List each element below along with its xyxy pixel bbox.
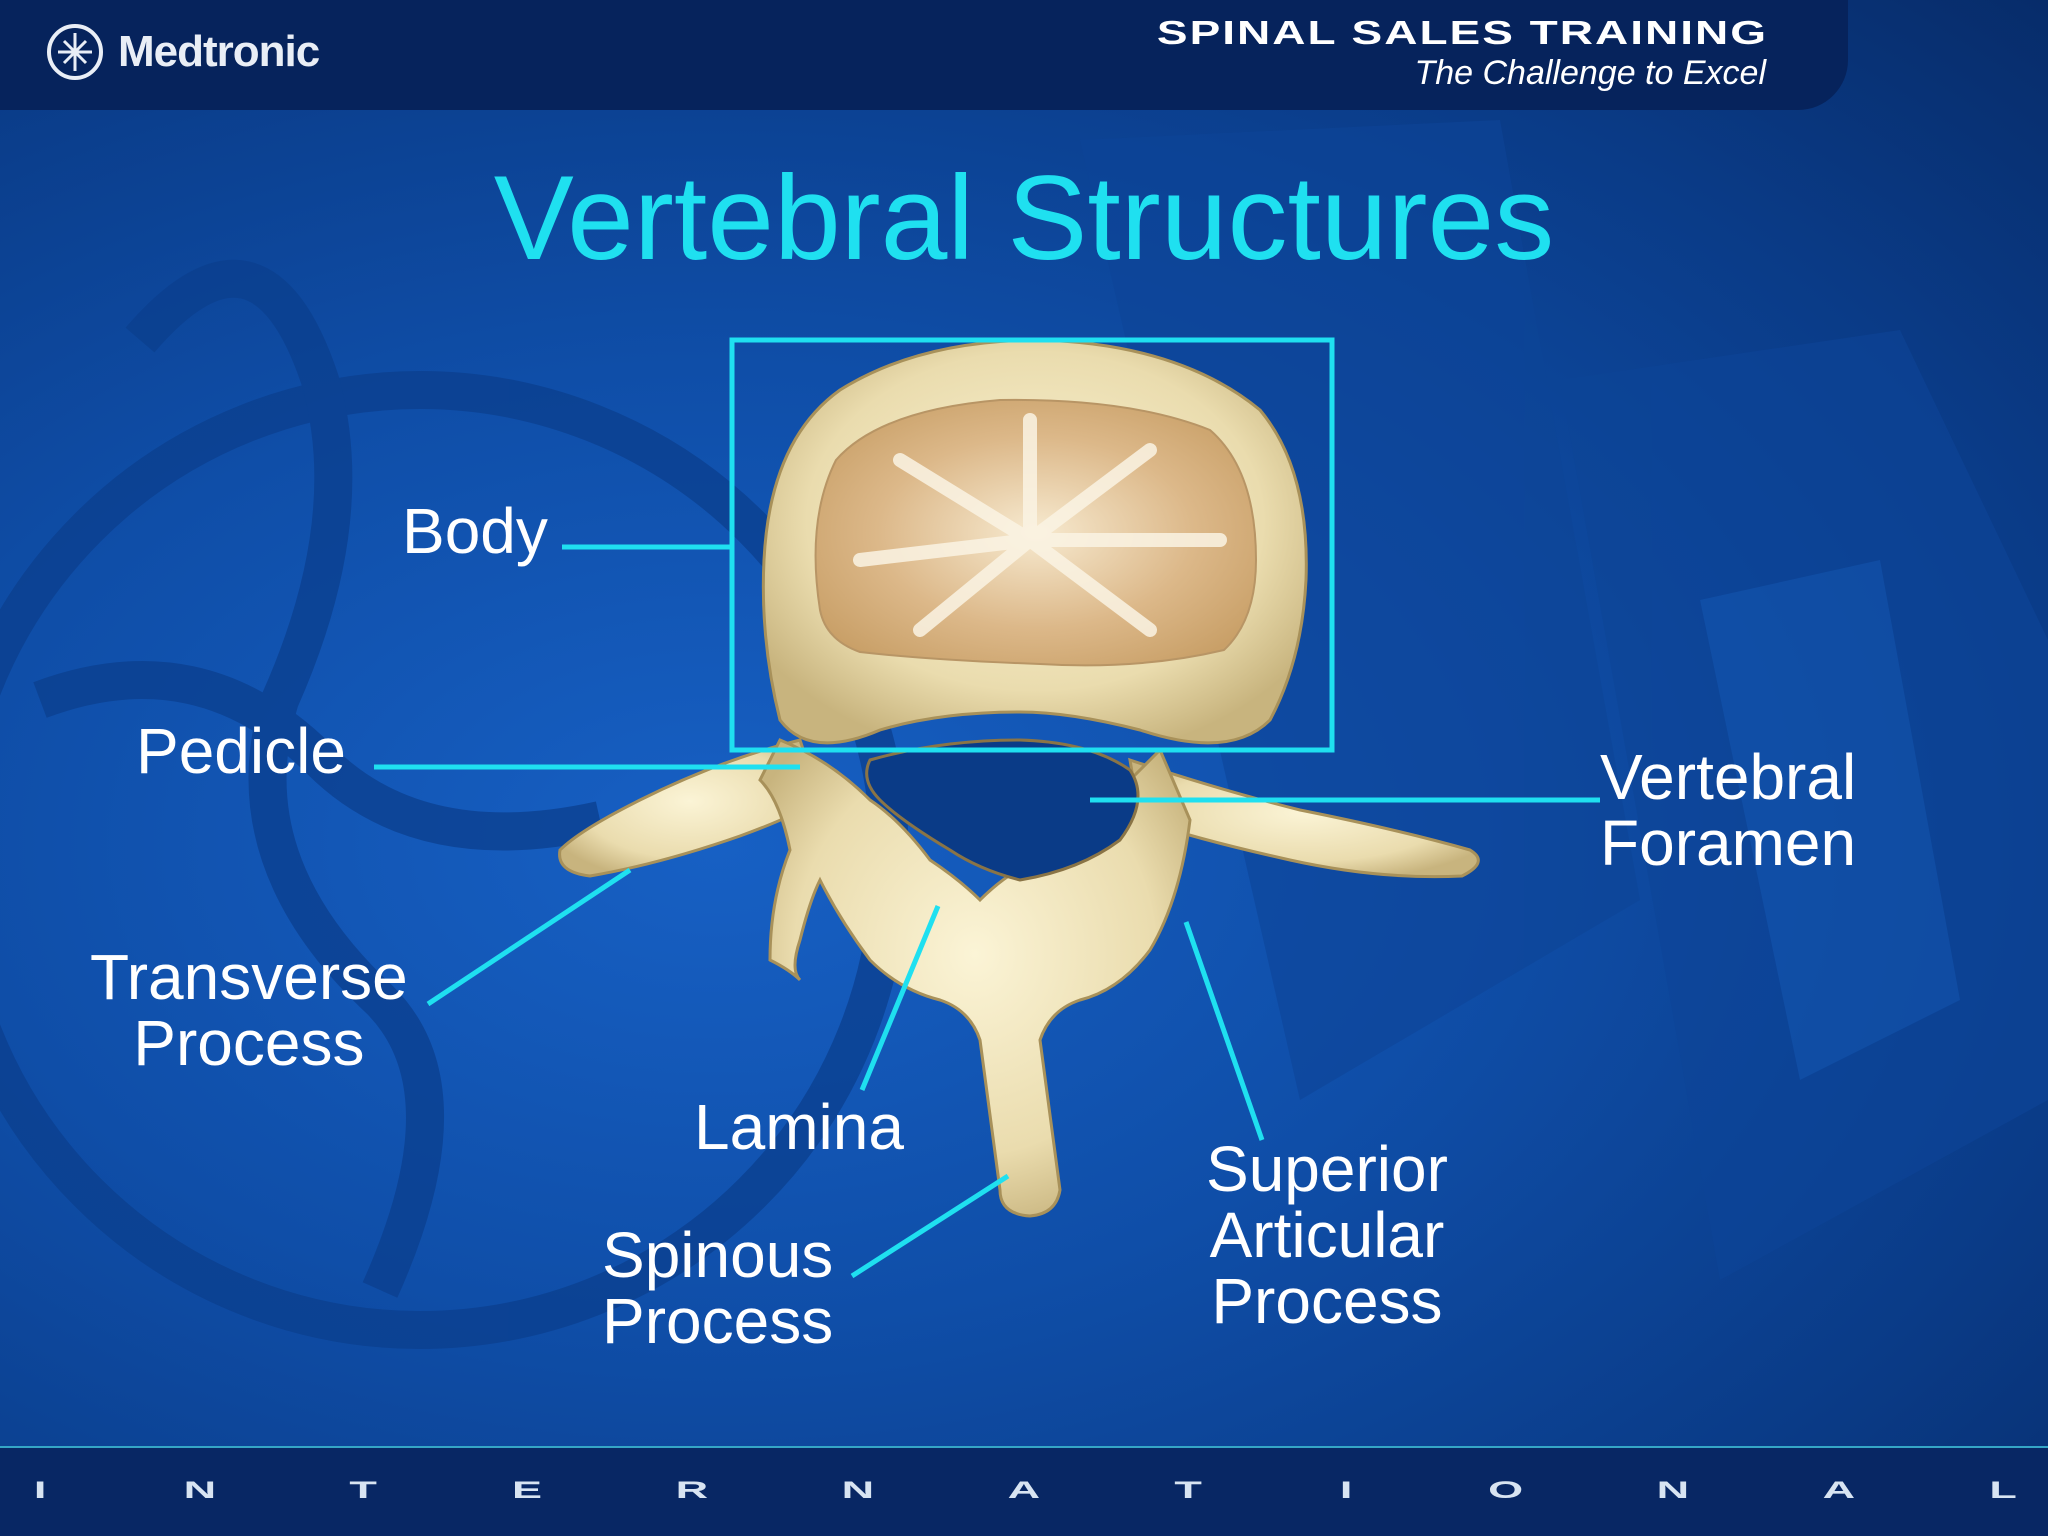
header-subtitle: The Challenge to Excel (1414, 54, 1766, 92)
footer-letter: R (675, 1477, 709, 1504)
header-bar: Medtronic SPINAL SALES TRAINING The Chal… (0, 0, 1848, 110)
label-superior-articular-process-line-2: Articular (1209, 1199, 1445, 1271)
footer-letter: E (512, 1477, 543, 1504)
footer-letter: A (1007, 1477, 1041, 1504)
label-spinous-process-line-1: Spinous (602, 1219, 834, 1291)
left-transverse-process (558, 738, 822, 878)
footer-letter: L (1988, 1477, 2017, 1504)
label-vertebral-foramen-line-1: Vertebral (1600, 741, 1857, 813)
label-spinous-process-line-2: Process (602, 1285, 834, 1357)
footer-wordmark: I N T E R N A T I O N A L (33, 1474, 2017, 1508)
label-lamina: Lamina (694, 1091, 904, 1163)
vertebral-foramen-opening (865, 738, 1140, 882)
superior-articular-process-leader-line (1183, 921, 1265, 1141)
footer-bar: I N T E R N A T I O N A L (0, 1446, 2048, 1536)
footer-letter: N (183, 1477, 216, 1504)
footer-letter: N (1656, 1477, 1689, 1504)
label-spinous-process: Spinous Process (602, 1222, 833, 1354)
medtronic-logo: Medtronic (44, 20, 320, 84)
label-superior-articular-process: Superior Articular Process (1206, 1136, 1448, 1334)
medtronic-logo-icon (47, 24, 103, 80)
footer-letter: T (349, 1477, 378, 1504)
footer-letter: I (33, 1477, 47, 1504)
label-superior-articular-process-line-3: Process (1211, 1265, 1443, 1337)
trabecular-pattern (853, 413, 1227, 637)
label-vertebral-foramen: Vertebral Foramen (1600, 744, 1856, 876)
footer-letter: N (841, 1477, 875, 1504)
footer-letter: I (1339, 1477, 1353, 1504)
label-vertebral-foramen-line-2: Foramen (1600, 807, 1857, 879)
brand-name: Medtronic (118, 27, 320, 76)
header-title: SPINAL SALES TRAINING (1156, 13, 1768, 52)
footer-letter: O (1488, 1477, 1524, 1504)
slide-title: Vertebral Structures (493, 151, 1555, 285)
transverse-process-leader-line (426, 867, 632, 1007)
footer-letter: T (1174, 1477, 1202, 1504)
lamina-leader-line (859, 905, 941, 1091)
label-pedicle: Pedicle (136, 715, 346, 787)
label-superior-articular-process-line-1: Superior (1206, 1133, 1448, 1205)
spinous-process-leader-line (850, 1173, 1010, 1279)
label-body: Body (402, 495, 548, 567)
leader-lines (374, 544, 1600, 1279)
label-transverse-process: Transverse Process (90, 944, 408, 1076)
footer-letter: A (1822, 1477, 1855, 1504)
vertebra-bone (558, 338, 1480, 1218)
label-transverse-process-line-1: Transverse (90, 941, 408, 1013)
label-transverse-process-line-2: Process (133, 1007, 365, 1079)
